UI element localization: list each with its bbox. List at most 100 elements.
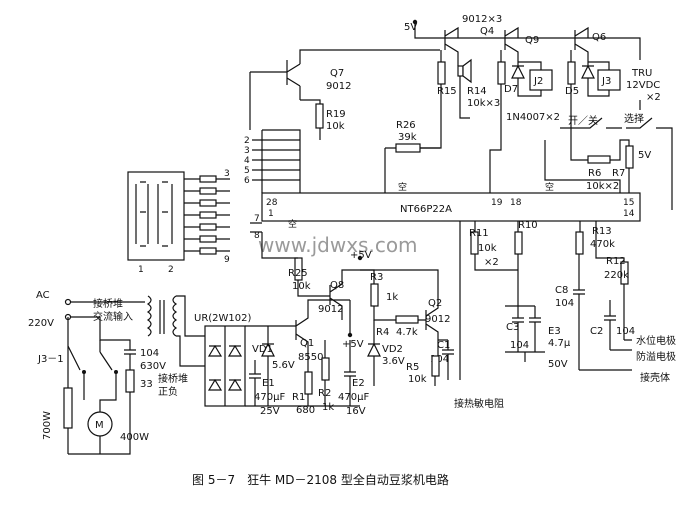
c1-symbol	[442, 340, 454, 380]
tru-mult: ×2	[646, 92, 661, 103]
q2-type: 9012	[425, 314, 450, 325]
c8-symbol	[573, 254, 585, 370]
heater: 700W	[42, 346, 73, 454]
e2-symbol	[344, 340, 356, 406]
base-resistor-wires	[420, 50, 580, 193]
ic-pin-14: 14	[623, 209, 635, 219]
bridge-in-l2: 交流输入	[93, 310, 133, 323]
snubber-cap-val: 104	[140, 348, 159, 359]
c3-symbol	[505, 305, 535, 352]
q7-type: 9012	[326, 81, 351, 92]
j3-ref: J3	[601, 76, 611, 87]
q7-ref: Q7	[330, 68, 344, 79]
snubber-cap	[124, 345, 136, 370]
r-q6-body	[567, 61, 576, 85]
rail-5v-label: 5V	[404, 22, 417, 33]
r12-ref: R12	[606, 256, 626, 267]
motor-power: 400W	[120, 432, 149, 443]
r67-val: 10k×2	[586, 181, 619, 192]
r25-ref: R25	[288, 268, 308, 279]
r13-val: 470k	[590, 239, 615, 250]
switch-select-label: 选择	[624, 112, 644, 125]
bridge-diodes	[207, 344, 243, 391]
probe-shell: 接壳体	[640, 371, 670, 384]
thermistor-label: 接热敏电阻	[454, 397, 504, 410]
q1-symbol	[295, 299, 350, 370]
j3-1-contacts: J3－1	[37, 317, 118, 410]
switch-select[interactable]: 选择	[624, 112, 673, 210]
j2-ref: J2	[533, 76, 543, 87]
e2-volt: 16V	[346, 406, 366, 417]
switch-onoff[interactable]: 开／关	[560, 114, 622, 129]
r19-ref: R19	[326, 109, 346, 120]
q6-ref: Q6	[592, 32, 606, 43]
q6-symbol	[574, 26, 589, 62]
r15-body	[437, 61, 446, 85]
relay-j3: J3 D5	[565, 61, 621, 97]
q8-symbol	[329, 269, 360, 320]
ac-label: AC	[36, 290, 50, 301]
r6-r7-wires	[544, 139, 630, 193]
display-pin-3: 3	[224, 169, 230, 179]
display-pin-2: 2	[168, 265, 174, 275]
q4-symbol	[444, 26, 459, 62]
r5-val: 10k	[408, 374, 427, 385]
e2-ref: E2	[352, 378, 365, 389]
r2-val: 1k	[322, 402, 334, 413]
ic-nc-bottom: 空	[288, 218, 297, 230]
r26-val: 39k	[398, 132, 417, 143]
relay-j2: J2 D7	[504, 61, 553, 97]
rail-5v-top	[414, 22, 610, 39]
watermark: www.jdwxs.com	[258, 233, 418, 257]
q2-symbol	[360, 269, 439, 360]
transformer-core	[159, 300, 165, 334]
r6-r7-group: 5V R6 R7 10k×2	[544, 139, 651, 193]
left-pin-4: 4	[244, 156, 250, 166]
snubber: 104 630V 33	[68, 345, 166, 455]
bridge-pos-l2: 正负	[158, 385, 178, 398]
transformer-secondary	[172, 295, 178, 337]
r25-wires	[261, 232, 330, 297]
snubber-res-val: 33	[140, 379, 153, 390]
c8-ref: C8	[555, 285, 568, 296]
left-pin-2: 2	[244, 136, 250, 146]
buzzer-cone	[462, 58, 472, 84]
rail-5v-mid: +5V	[350, 250, 372, 261]
bus-stubs	[252, 139, 262, 181]
r14-val: 10k×3	[467, 98, 500, 109]
drivers-head: 9012×3	[462, 14, 502, 25]
rail-5v-rel: 5V	[638, 150, 651, 161]
vd1-ref: VD1	[252, 344, 273, 355]
left-pin-bus: 2 3 4 5 6	[244, 129, 301, 193]
e1-val: 470μF	[254, 392, 285, 403]
q9-symbol	[504, 26, 519, 62]
d7-symbol	[511, 62, 525, 79]
r3-ref: R3	[370, 272, 383, 283]
display-segments	[135, 181, 173, 247]
led-display: 1 2 3 9	[127, 169, 230, 275]
r1-ref: R1	[292, 392, 305, 403]
display-body	[127, 171, 185, 261]
c2-ref: C2	[590, 326, 603, 337]
e3-val: 4.7μ	[548, 338, 571, 349]
tru-spec: 12VDC	[626, 80, 660, 91]
q8-group: R25 10k Q8 9012 +5V	[261, 232, 372, 320]
r5-ref: R5	[406, 362, 419, 373]
left-pin-5: 5	[244, 166, 250, 176]
r13-ref: R13	[592, 226, 612, 237]
r10-body	[514, 231, 523, 255]
e3-symbol	[529, 306, 541, 352]
j31-label: J3－1	[37, 354, 64, 365]
transformer	[146, 295, 205, 367]
e2-val: 470μF	[338, 392, 369, 403]
r11-mult: ×2	[484, 257, 499, 268]
j3-wires	[587, 61, 610, 97]
bus-lines	[262, 139, 300, 181]
snubber-wire	[68, 392, 131, 455]
ic-pin-28: 28	[266, 198, 278, 208]
r19-wires	[300, 99, 321, 140]
q8-ref: Q8	[330, 280, 344, 291]
vd1-symbol	[261, 326, 275, 406]
ic-pin-7: 7	[254, 214, 260, 224]
tru-ref: TRU	[631, 68, 652, 79]
